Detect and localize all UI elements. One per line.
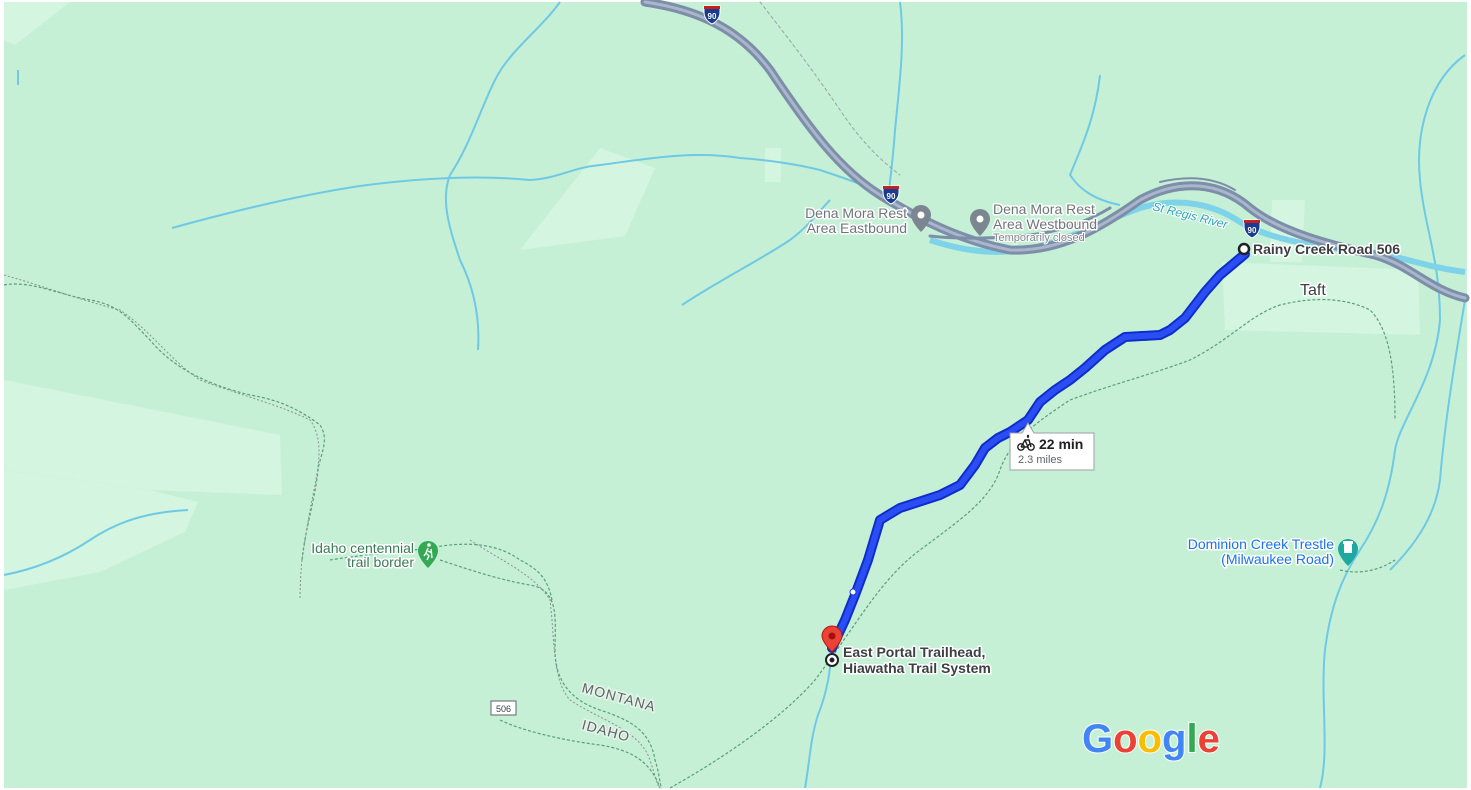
rest-area-eastbound-line2[interactable]: Area Eastbound xyxy=(805,219,908,238)
rest-area-pin-icon[interactable] xyxy=(970,209,990,236)
map-land xyxy=(4,2,1467,788)
rest-area-westbound-line2[interactable]: Area Westbound xyxy=(992,215,1099,234)
origin-marker[interactable] xyxy=(1237,242,1251,256)
bike-route[interactable] xyxy=(827,249,1250,653)
destination-label-line2[interactable]: Hiawatha Trail System xyxy=(842,659,993,678)
google-logo-letter: o xyxy=(1113,717,1137,761)
destination-pin-icon[interactable] xyxy=(821,625,843,667)
origin-label[interactable]: Rainy Creek Road 506 xyxy=(1252,240,1402,259)
interstate-shield-label: 90 xyxy=(1248,226,1257,235)
destination-label-line1[interactable]: East Portal Trailhead, xyxy=(842,643,987,662)
interstate-shield: 90 xyxy=(882,185,900,205)
route-duration: 22 min xyxy=(1039,436,1083,452)
town-label[interactable]: Taft xyxy=(1299,281,1328,301)
google-logo-letter: g xyxy=(1162,717,1186,761)
interstate-shield-label: 90 xyxy=(708,12,717,21)
rest-area-westbound-line1[interactable]: Dena Mora Rest xyxy=(992,200,1097,219)
google-logo-letter: l xyxy=(1186,717,1197,761)
rest-area-westbound-status: Temporarily closed xyxy=(993,232,1085,244)
streams xyxy=(3,1,1466,789)
google-logo-letter: G xyxy=(1082,717,1113,761)
rest-area-eastbound-line1[interactable]: Dena Mora Rest xyxy=(804,204,909,223)
interstate-shield: 90 xyxy=(1243,219,1261,239)
route-distance: 2.3 miles xyxy=(1018,454,1063,466)
interstate-shield: 90 xyxy=(703,5,721,25)
trail-border-label-line1[interactable]: Idaho centennial xyxy=(310,539,416,558)
state-boundary xyxy=(3,274,320,601)
interstate-90 xyxy=(640,0,1470,303)
state-boundary-south xyxy=(469,539,661,789)
google-logo-letter: o xyxy=(1138,717,1162,761)
route-shield-label: 506 xyxy=(496,704,511,714)
google-logo-letter: e xyxy=(1198,717,1220,761)
route-info-callout[interactable]: 22 min 2.3 miles xyxy=(1009,422,1095,471)
trail-border-label-line2[interactable]: trail border xyxy=(346,553,416,572)
bicycle-icon xyxy=(1017,434,1035,451)
landmark-tower-icon[interactable] xyxy=(1338,539,1358,566)
route-506-shield: 506 xyxy=(490,700,517,716)
rest-area-pin-icon[interactable] xyxy=(911,205,931,232)
google-logo: Google xyxy=(1081,716,1221,762)
route-waypoint-dot xyxy=(849,588,857,596)
hiking-icon[interactable] xyxy=(418,541,438,568)
interstate-shield-label: 90 xyxy=(887,192,896,201)
google-logo-text: Google xyxy=(1082,717,1220,761)
trestle-label-line1[interactable]: Dominion Creek Trestle xyxy=(1186,535,1335,554)
trestle-label-line2[interactable]: (Milwaukee Road) xyxy=(1220,550,1336,569)
